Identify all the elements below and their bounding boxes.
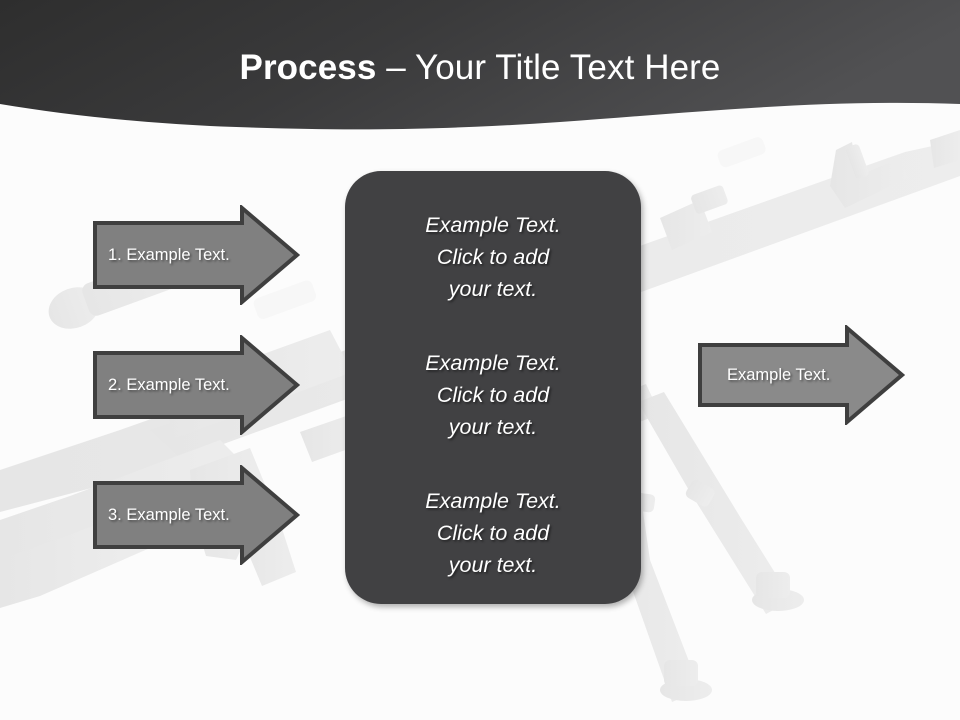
panel-block-3-line-3: your text. xyxy=(448,553,538,577)
panel-text-block-3: Example Text. Click to add your text. xyxy=(345,485,641,581)
panel-block-1-line-3: your text. xyxy=(448,277,538,301)
page-title: Process – Your Title Text Here xyxy=(0,48,960,88)
arrow-step-1[interactable]: 1. Example Text. xyxy=(92,205,300,305)
page-title-strong: Process xyxy=(239,48,377,87)
arrow-output-label: Example Text. xyxy=(727,365,831,384)
center-content-panel[interactable]: Example Text. Click to add your text. Ex… xyxy=(345,171,641,604)
panel-block-1-line-1: Example Text. xyxy=(425,213,561,237)
page-title-rest: – Your Title Text Here xyxy=(376,48,721,87)
panel-block-3-line-2: Click to add xyxy=(436,521,550,545)
arrow-step-2[interactable]: 2. Example Text. xyxy=(92,335,300,435)
panel-block-2-line-2: Click to add xyxy=(436,383,550,407)
panel-block-2-line-1: Example Text. xyxy=(425,351,561,375)
panel-block-1-line-2: Click to add xyxy=(436,245,550,269)
arrow-step-3[interactable]: 3. Example Text. xyxy=(92,465,300,565)
panel-text-block-2: Example Text. Click to add your text. xyxy=(345,347,641,443)
arrow-step-1-label: 1. Example Text. xyxy=(108,245,230,264)
panel-text-block-1: Example Text. Click to add your text. xyxy=(345,209,641,305)
arrow-output[interactable]: Example Text. xyxy=(697,325,905,425)
panel-block-3-line-1: Example Text. xyxy=(425,489,561,513)
arrow-step-2-label: 2. Example Text. xyxy=(108,375,230,394)
panel-block-2-line-3: your text. xyxy=(448,415,538,439)
arrow-step-3-label: 3. Example Text. xyxy=(108,505,230,524)
